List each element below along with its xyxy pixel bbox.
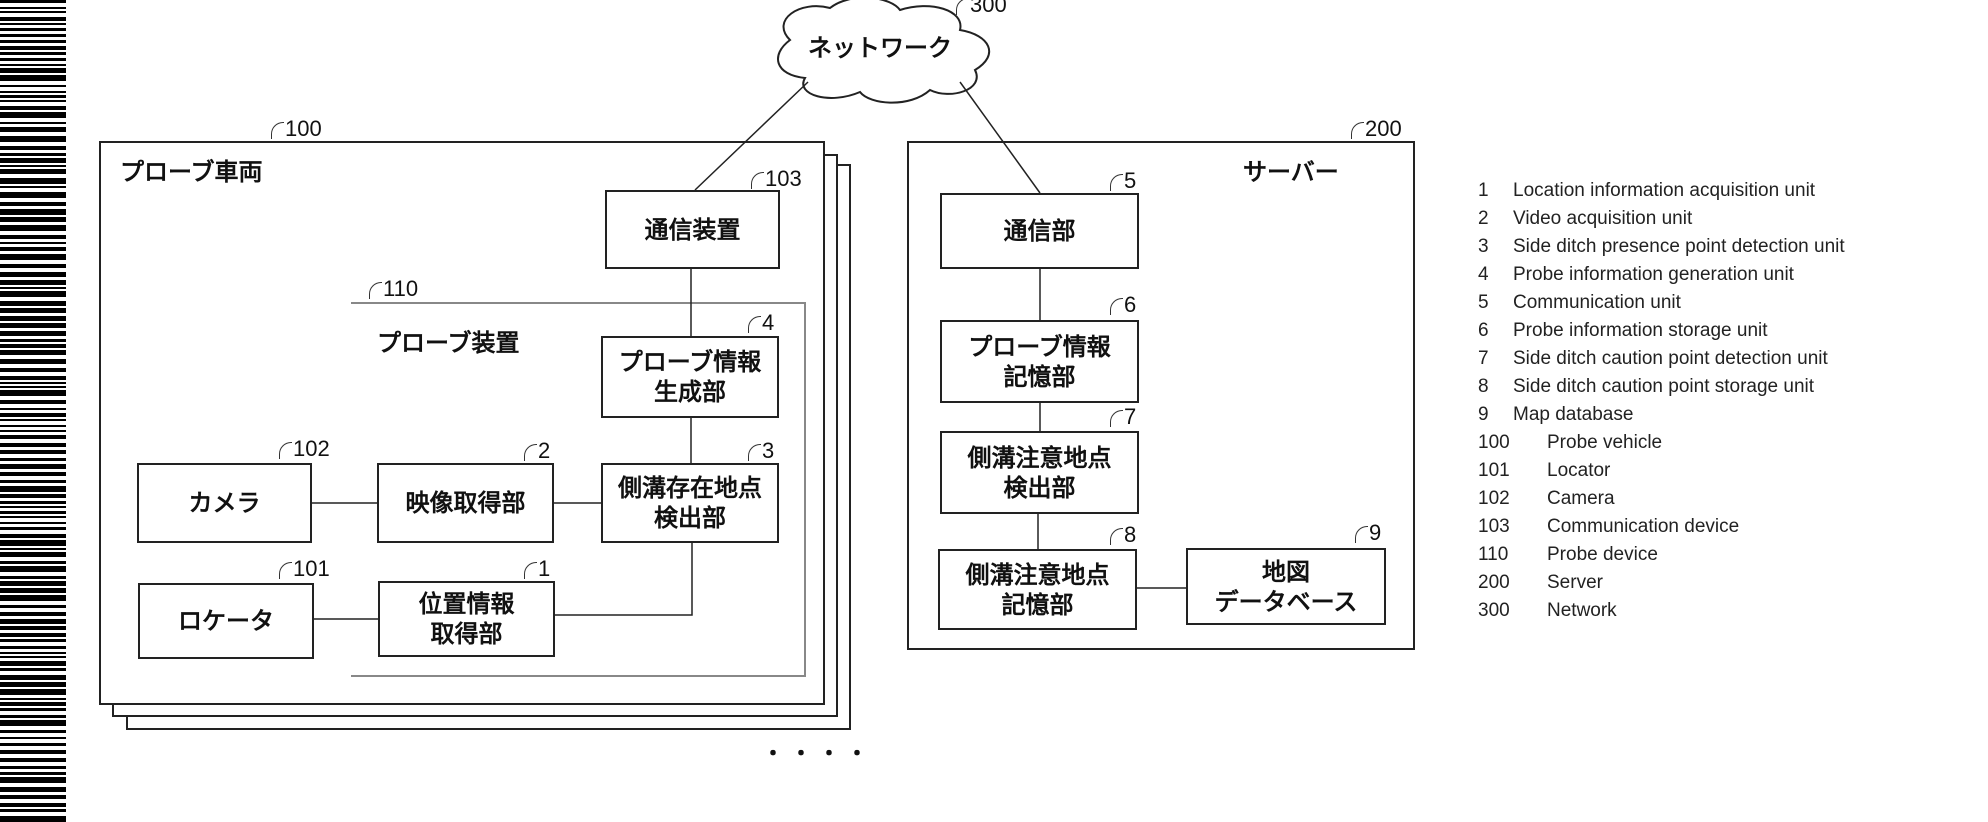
probe-device-title: プローブ装置 (377, 323, 520, 358)
legend-number: 8 (1478, 376, 1489, 398)
comm-device-ref: 103 (765, 166, 802, 192)
probe-info-gen-box: プローブ情報 生成部 (601, 336, 779, 418)
caution-detect-ref: 7 (1124, 404, 1136, 430)
probe-storage-ref: 6 (1124, 292, 1136, 318)
map-db-box: 地図 データベース (1186, 548, 1386, 625)
location-acq-ref: 1 (538, 556, 550, 582)
probe-device-ref: 110 (383, 276, 418, 302)
locator-ref: 101 (293, 556, 330, 582)
legend-text: Location information acquisition unit (1513, 180, 1815, 202)
side-ditch-presence-ref: 3 (762, 438, 774, 464)
legend-number: 300 (1478, 600, 1510, 622)
legend-text: Side ditch caution point detection unit (1513, 348, 1828, 370)
camera-box: カメラ (137, 463, 312, 543)
comm-unit-ref: 5 (1124, 168, 1136, 194)
legend-number: 1 (1478, 180, 1489, 202)
legend-text: Probe information storage unit (1513, 320, 1768, 342)
map-db-ref: 9 (1369, 520, 1381, 546)
probe-info-gen-ref: 4 (762, 310, 774, 336)
legend-number: 110 (1478, 544, 1508, 566)
legend-number: 3 (1478, 236, 1489, 258)
probe-storage-box: プローブ情報 記憶部 (940, 320, 1139, 403)
server-title: サーバー (1243, 152, 1339, 187)
vehicle-title: プローブ車両 (120, 152, 263, 187)
legend-text: Camera (1547, 488, 1615, 510)
legend-text: Probe vehicle (1547, 432, 1662, 454)
location-acq-box: 位置情報 取得部 (378, 581, 555, 657)
locator-box: ロケータ (138, 583, 314, 659)
vehicle-ref: 100 (285, 116, 322, 142)
legend-text: Probe device (1547, 544, 1658, 566)
network-ref: 300 (970, 0, 1007, 18)
legend-number: 5 (1478, 292, 1489, 314)
legend-text: Map database (1513, 404, 1633, 426)
network-label: ネットワーク (808, 28, 952, 63)
legend-text: Network (1547, 600, 1617, 622)
legend-number: 4 (1478, 264, 1489, 286)
comm-device-box: 通信装置 (605, 190, 780, 269)
legend-text: Communication device (1547, 516, 1739, 538)
legend-number: 200 (1478, 572, 1510, 594)
legend-text: Communication unit (1513, 292, 1681, 314)
caution-storage-box: 側溝注意地点 記憶部 (938, 549, 1137, 630)
caution-detect-box: 側溝注意地点 検出部 (940, 431, 1139, 514)
legend-text: Side ditch presence point detection unit (1513, 236, 1845, 258)
legend-text: Video acquisition unit (1513, 208, 1692, 230)
more-vehicles-ellipsis: ・・・・ (762, 736, 874, 768)
server-ref: 200 (1365, 116, 1402, 142)
video-acq-ref: 2 (538, 438, 550, 464)
legend-text: Side ditch caution point storage unit (1513, 376, 1814, 398)
comm-unit-box: 通信部 (940, 193, 1139, 269)
legend-number: 7 (1478, 348, 1489, 370)
legend-number: 6 (1478, 320, 1489, 342)
legend-text: Server (1547, 572, 1603, 594)
legend-number: 2 (1478, 208, 1489, 230)
caution-storage-ref: 8 (1124, 522, 1136, 548)
legend-number: 103 (1478, 516, 1510, 538)
legend-number: 100 (1478, 432, 1510, 454)
legend-text: Locator (1547, 460, 1610, 482)
legend-number: 101 (1478, 460, 1510, 482)
legend-number: 102 (1478, 488, 1510, 510)
legend-text: Probe information generation unit (1513, 264, 1794, 286)
side-ditch-presence-box: 側溝存在地点 検出部 (601, 463, 779, 543)
camera-ref: 102 (293, 436, 330, 462)
legend-number: 9 (1478, 404, 1489, 426)
video-acq-box: 映像取得部 (377, 463, 554, 543)
